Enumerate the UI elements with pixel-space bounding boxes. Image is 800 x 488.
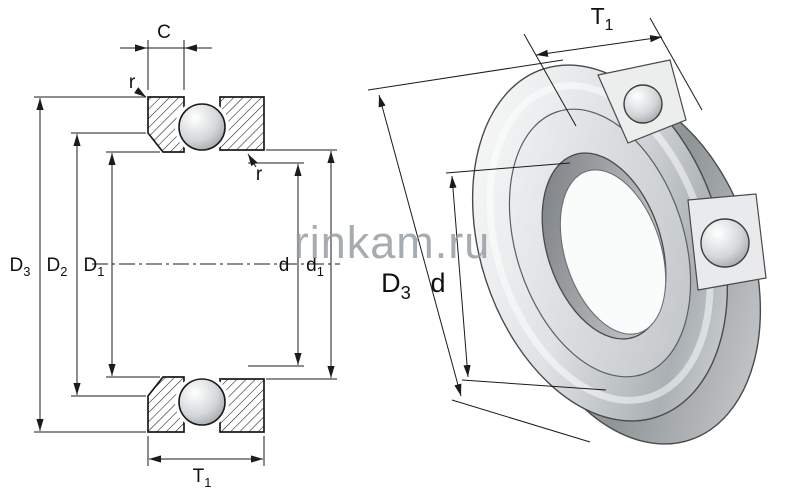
leader-line-r bbox=[247, 153, 258, 168]
dim-line-d-3d bbox=[449, 175, 471, 378]
ext-line bbox=[523, 33, 577, 127]
dim-label-T1-3d: T1 bbox=[591, 3, 614, 34]
right-view-3d: T1 D3 d bbox=[367, 3, 767, 445]
dim-line-D3-3d bbox=[378, 94, 462, 397]
ball-top bbox=[178, 103, 226, 151]
dim-label-d-3d: d bbox=[430, 268, 445, 298]
dim-label-T1: T1 bbox=[193, 466, 212, 488]
dim-line-T1-3d bbox=[535, 35, 663, 57]
dim-label-d: d bbox=[279, 255, 290, 276]
dim-label-D3: D3 bbox=[10, 255, 31, 279]
left-view-cross-section: C r r D3 D2 D1 d bbox=[10, 22, 340, 488]
ball-3d-right bbox=[700, 218, 750, 268]
dim-label-D2: D2 bbox=[47, 255, 68, 279]
ext-line bbox=[451, 399, 591, 443]
watermark-text: rinkam.ru bbox=[294, 217, 491, 268]
shaft-washer-section-bottom bbox=[147, 376, 185, 433]
ball-3d-top bbox=[623, 84, 663, 124]
dim-label-r-top: r bbox=[129, 72, 136, 93]
ext-line bbox=[649, 17, 703, 111]
dim-label-C: C bbox=[157, 22, 171, 43]
dim-label-r-right: r bbox=[256, 164, 263, 185]
dim-label-D1: D1 bbox=[84, 255, 105, 279]
ext-line bbox=[445, 162, 571, 174]
ball-bottom bbox=[178, 378, 226, 426]
shaft-washer-section-top bbox=[147, 96, 185, 153]
ext-line bbox=[461, 379, 607, 391]
left-view-dimensions: C r r D3 D2 D1 d bbox=[10, 22, 337, 488]
leader-line-r bbox=[134, 87, 147, 98]
ext-line bbox=[367, 59, 564, 91]
bore-hole-3d bbox=[559, 169, 667, 335]
dim-label-D3-3d: D3 bbox=[381, 268, 411, 303]
right-view-dimensions: T1 D3 d bbox=[367, 3, 703, 443]
dim-label-d1: d1 bbox=[306, 255, 324, 279]
